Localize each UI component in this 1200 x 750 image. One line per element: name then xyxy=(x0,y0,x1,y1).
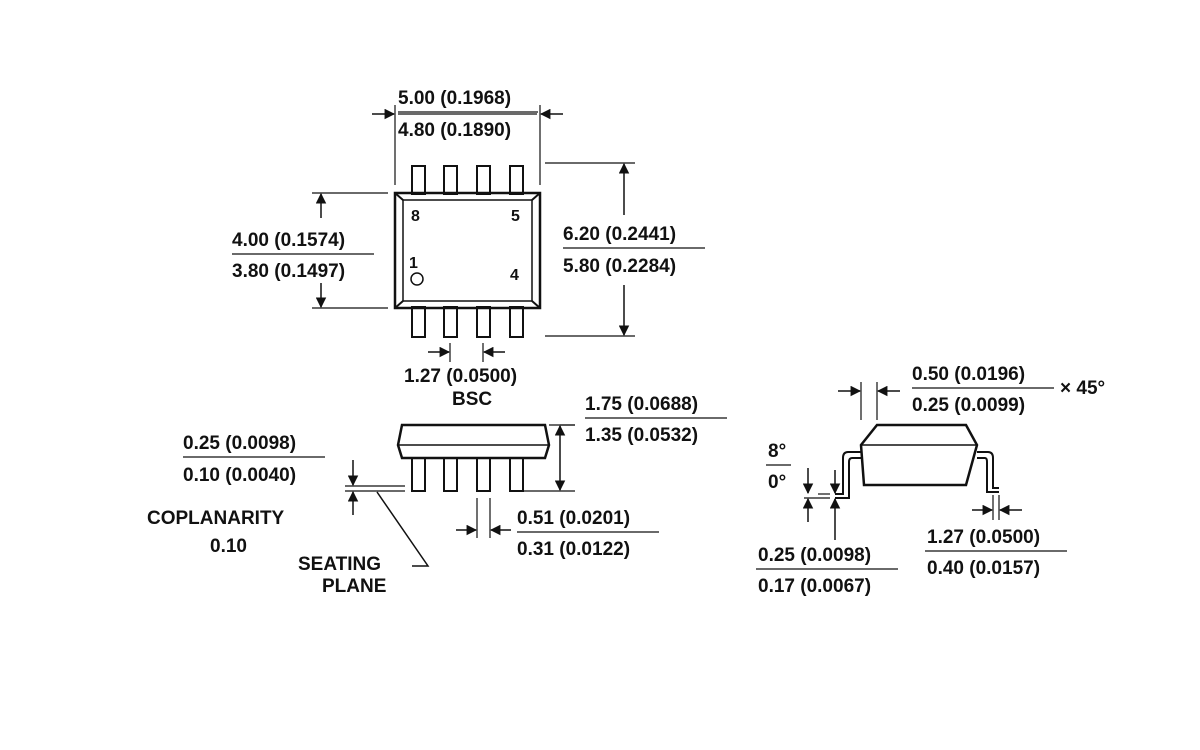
labels: 5.00 (0.1968) 4.80 (0.1890) 4.00 (0.1574… xyxy=(147,88,1105,597)
dim-chamfer-max: 0.50 (0.0196) xyxy=(912,364,1025,385)
dim-pitch: 1.27 (0.0500) xyxy=(404,366,517,387)
dim-overall-width-max: 6.20 (0.2441) xyxy=(563,224,676,245)
dim-body-width-min: 3.80 (0.1497) xyxy=(232,261,345,282)
dim-foot-len-max: 1.27 (0.0500) xyxy=(927,527,1040,548)
dim-foot-len-min: 0.40 (0.0157) xyxy=(927,558,1040,579)
dim-body-width-max: 4.00 (0.1574) xyxy=(232,230,345,251)
seating-plane-line1: SEATING xyxy=(298,554,381,575)
end-view xyxy=(802,382,1022,540)
dim-width-min: 4.80 (0.1890) xyxy=(398,120,511,141)
dim-height-max: 1.75 (0.0688) xyxy=(585,394,698,415)
pin-8-label: 8 xyxy=(411,208,420,225)
dim-standoff-max: 0.25 (0.0098) xyxy=(183,433,296,454)
package-body-end xyxy=(859,423,979,487)
dim-lead-width-max: 0.51 (0.0201) xyxy=(517,508,630,529)
dim-angle-min: 0° xyxy=(768,472,786,493)
dim-width-max: 5.00 (0.1968) xyxy=(398,88,511,109)
package-body-side xyxy=(396,423,551,460)
dim-chamfer-angle: × 45° xyxy=(1060,378,1105,399)
bottom-pins xyxy=(411,306,524,338)
dim-lead-thick-max: 0.25 (0.0098) xyxy=(758,545,871,566)
dim-standoff-min: 0.10 (0.0040) xyxy=(183,465,296,486)
top-pins xyxy=(411,165,524,195)
pin-5-label: 5 xyxy=(511,208,520,225)
coplanarity-value: 0.10 xyxy=(210,536,247,557)
dim-overall-width-min: 5.80 (0.2284) xyxy=(563,256,676,277)
dim-pitch-note: BSC xyxy=(452,389,492,410)
pin-4-label: 4 xyxy=(510,267,519,284)
dim-chamfer-min: 0.25 (0.0099) xyxy=(912,395,1025,416)
package-body-top xyxy=(393,191,542,310)
side-view xyxy=(345,423,575,567)
dim-lead-width-min: 0.31 (0.0122) xyxy=(517,539,630,560)
pin1-marker xyxy=(410,272,424,286)
pin-1-label: 1 xyxy=(409,255,418,272)
dim-lead-thick-min: 0.17 (0.0067) xyxy=(758,576,871,597)
seating-plane-line2: PLANE xyxy=(322,576,386,597)
top-view xyxy=(312,105,635,362)
dim-angle-max: 8° xyxy=(768,441,786,462)
coplanarity-label: COPLANARITY xyxy=(147,508,285,529)
dim-height-min: 1.35 (0.0532) xyxy=(585,425,698,446)
